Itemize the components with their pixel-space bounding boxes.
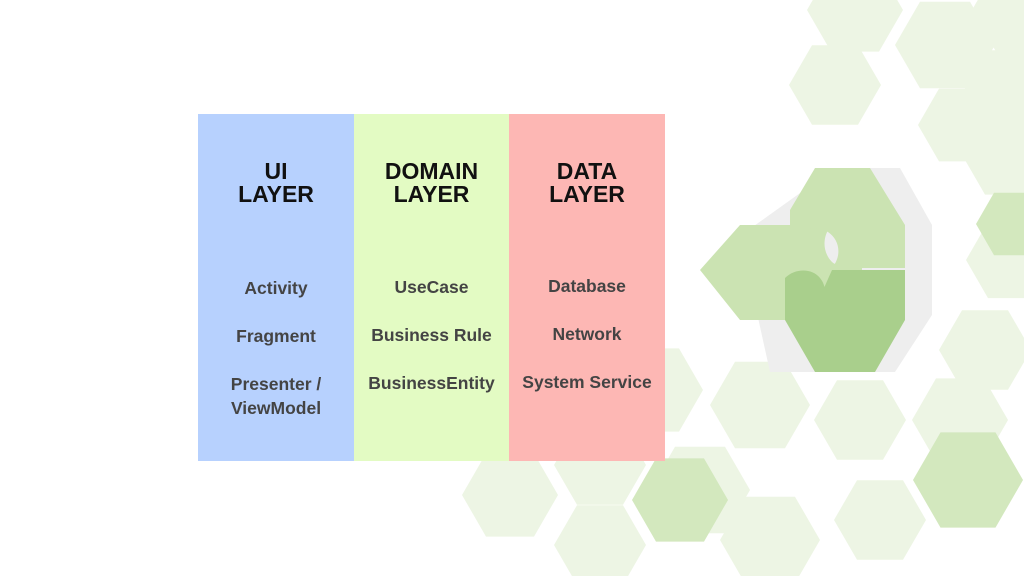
- hex-light-15: [720, 496, 820, 576]
- hex-mid-0: [913, 432, 1023, 528]
- domain-layer-title-line-1: DOMAIN: [384, 158, 479, 184]
- domain-layer-title: DOMAIN LAYER: [354, 160, 509, 206]
- hex-light-14: [554, 505, 646, 576]
- domain-layer-item-usecase: UseCase: [394, 277, 469, 297]
- ui-layer-item-fragment: Fragment: [236, 326, 316, 346]
- hex-light-13: [462, 453, 558, 537]
- domain-layer-item-business-rule: Business Rule: [371, 325, 492, 345]
- data-layer-items: Database Network System Service: [509, 274, 665, 418]
- ui-layer-title-line-2: LAYER: [238, 181, 314, 207]
- puzzle-piece-top: [790, 168, 905, 268]
- hex-light-6: [965, 125, 1024, 195]
- hex-light-0: [807, 0, 903, 52]
- data-layer-item-database: Database: [548, 276, 626, 296]
- ui-layer-item-activity: Activity: [244, 278, 308, 298]
- domain-layer-item-business-entity: BusinessEntity: [368, 373, 495, 393]
- hex-light-1: [895, 1, 995, 89]
- data-layer-title-line-2: LAYER: [549, 181, 625, 207]
- data-layer-item-system-service: System Service: [522, 372, 652, 392]
- ui-layer-title: UI LAYER: [198, 160, 354, 206]
- domain-layer-title-line-2: LAYER: [393, 181, 470, 207]
- ui-layer-item-presenter-viewmodel: Presenter / ViewModel: [230, 374, 322, 418]
- ui-layer-items: Activity Fragment Presenter / ViewModel: [198, 276, 354, 444]
- data-layer-title: DATA LAYER: [509, 160, 665, 206]
- data-layer-item-network: Network: [552, 324, 622, 344]
- domain-layer-items: UseCase Business Rule BusinessEntity: [354, 275, 509, 419]
- hex-light-3: [789, 45, 881, 125]
- data-layer-title-line-1: DATA: [556, 158, 618, 184]
- hex-light-8: [710, 361, 810, 449]
- hex-mid-1: [632, 458, 728, 542]
- hex-light-17: [939, 310, 1024, 390]
- puzzle-piece-dark: [785, 270, 905, 372]
- hex-light-2: [972, 0, 1024, 52]
- ui-layer-column: UI LAYER Activity Fragment Presenter / V…: [198, 114, 354, 461]
- hex-mid-2: [976, 192, 1024, 256]
- ui-layer-title-line-1: UI: [264, 158, 288, 184]
- hex-mid-group: [632, 192, 1024, 542]
- hexagon-puzzle-icon: [700, 168, 932, 372]
- hex-light-9: [814, 380, 906, 460]
- domain-layer-column: DOMAIN LAYER UseCase Business Rule Busin…: [354, 114, 509, 461]
- hex-light-16: [834, 480, 926, 560]
- data-layer-column: DATA LAYER Database Network System Servi…: [509, 114, 665, 461]
